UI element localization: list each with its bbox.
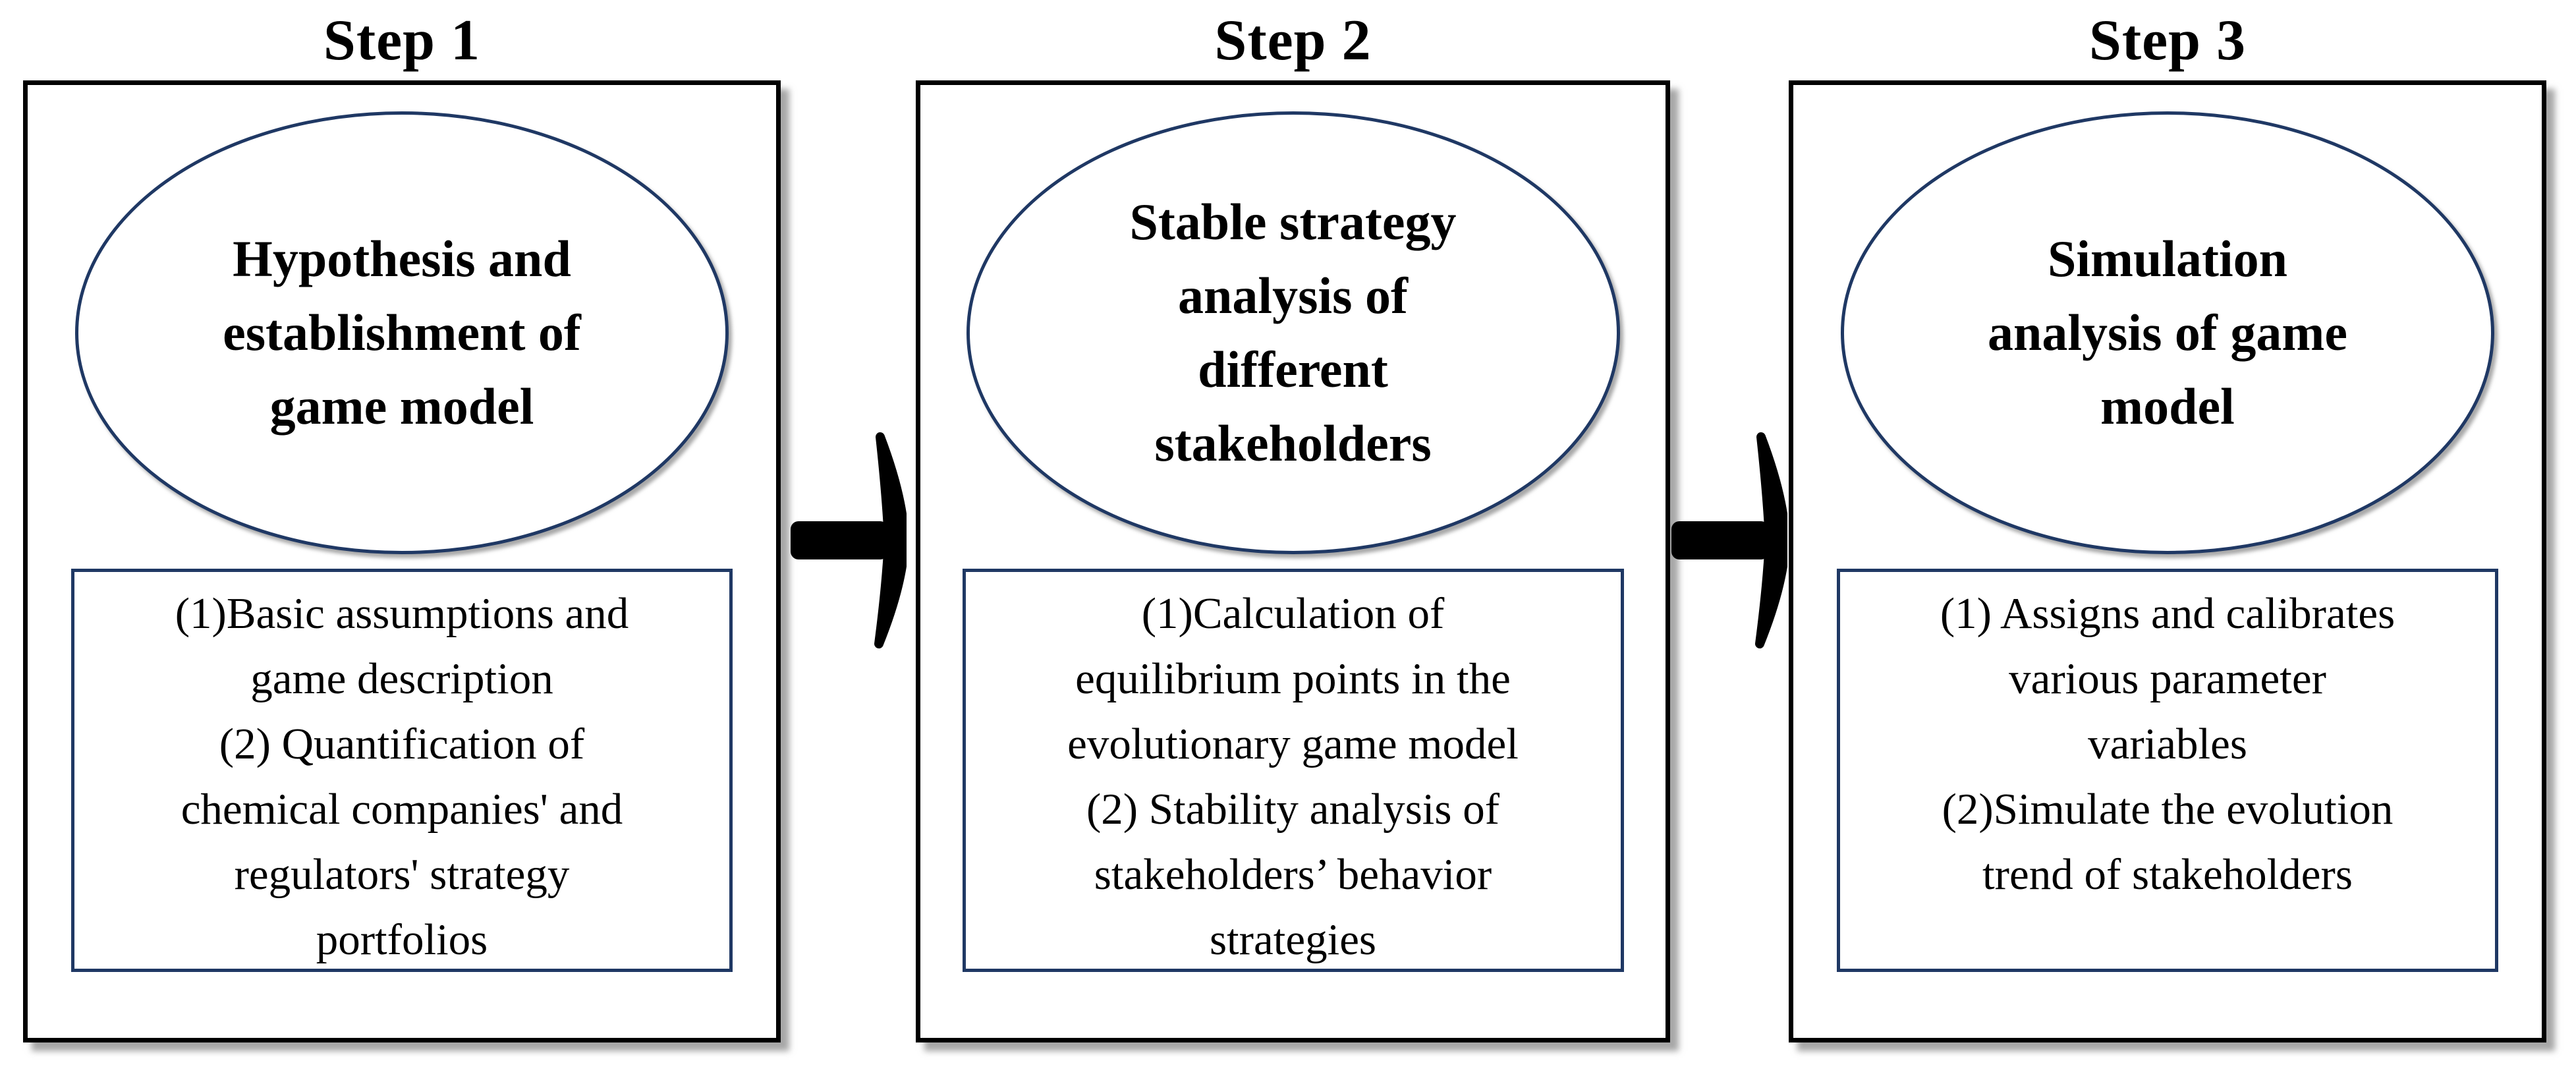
step-2-detail-box: (1)Calculation of equilibrium points in …	[962, 569, 1624, 972]
step-2-ellipse: Stable strategy analysis of different st…	[966, 111, 1620, 554]
step-2-ellipse-line-1: Stable strategy	[1129, 193, 1457, 250]
step-1-ellipse-line-3: game model	[269, 378, 534, 435]
gap-step1-step2	[781, 0, 916, 649]
step-2-box-line-3: evolutionary game model	[1067, 720, 1519, 768]
right-arrow-icon	[1671, 432, 1787, 648]
step-3-box-line-2: various parameter	[2009, 654, 2326, 703]
step-2-box-line-5: stakeholders’ behavior	[1094, 850, 1492, 899]
step-1-detail-box: (1)Basic assumptions and game descriptio…	[71, 569, 733, 972]
step-2-box-line-2: equilibrium points in the	[1075, 654, 1511, 703]
step-3-box-line-5: trend of stakeholders	[1982, 850, 2353, 899]
step-1-box-line-4: chemical companies' and	[181, 785, 623, 834]
step-1-panel: Hypothesis and establishment of game mod…	[23, 80, 781, 1042]
step-3-panel: Simulation analysis of game model (1) As…	[1789, 80, 2546, 1042]
step-1-ellipse-line-1: Hypothesis and	[233, 230, 571, 287]
step-3-title: Step 3	[2088, 8, 2247, 72]
step-1-box-line-2: game description	[250, 654, 553, 703]
step-1-column: Step 1 Hypothesis and establishment of g…	[23, 0, 781, 1042]
step-1-ellipse-line-2: establishment of	[223, 304, 581, 361]
diagram-row: Step 1 Hypothesis and establishment of g…	[23, 0, 2546, 1042]
right-arrow-icon	[790, 432, 907, 648]
step-2-ellipse-line-3: different	[1198, 341, 1388, 398]
step-1-title: Step 1	[323, 8, 481, 72]
step-2-box-line-4: (2) Stability analysis of	[1086, 785, 1500, 834]
step-1-box-line-1: (1)Basic assumptions and	[175, 589, 629, 638]
step-2-title: Step 2	[1214, 8, 1372, 72]
step-3-ellipse-line-3: model	[2100, 378, 2235, 435]
step-3-column: Step 3 Simulation analysis of game model…	[1789, 0, 2546, 1042]
step-1-ellipse: Hypothesis and establishment of game mod…	[75, 111, 729, 554]
step-2-box-line-6: strategies	[1209, 915, 1377, 964]
step-3-box-line-4: (2)Simulate the evolution	[1942, 785, 2394, 834]
step-2-ellipse-line-2: analysis of	[1178, 267, 1408, 324]
step-2-box-line-1: (1)Calculation of	[1141, 589, 1445, 638]
step-2-panel: Stable strategy analysis of different st…	[916, 80, 1670, 1042]
step-1-box-line-3: (2) Quantification of	[219, 720, 585, 768]
step-3-detail-box: (1) Assigns and calibrates various param…	[1837, 569, 2498, 972]
step-3-box-line-3: variables	[2088, 720, 2247, 768]
step-3-ellipse-line-2: analysis of game	[1988, 304, 2347, 361]
step-2-column: Step 2 Stable strategy analysis of diffe…	[916, 0, 1670, 1042]
step-3-ellipse: Simulation analysis of game model	[1841, 111, 2494, 554]
step-3-ellipse-line-1: Simulation	[2047, 230, 2288, 287]
step-1-box-line-5: regulators' strategy	[234, 850, 570, 899]
gap-step2-step3	[1670, 0, 1789, 649]
step-2-ellipse-line-4: stakeholders	[1154, 414, 1432, 472]
step-1-box-line-6: portfolios	[316, 915, 488, 964]
step-3-box-line-1: (1) Assigns and calibrates	[1940, 589, 2395, 638]
